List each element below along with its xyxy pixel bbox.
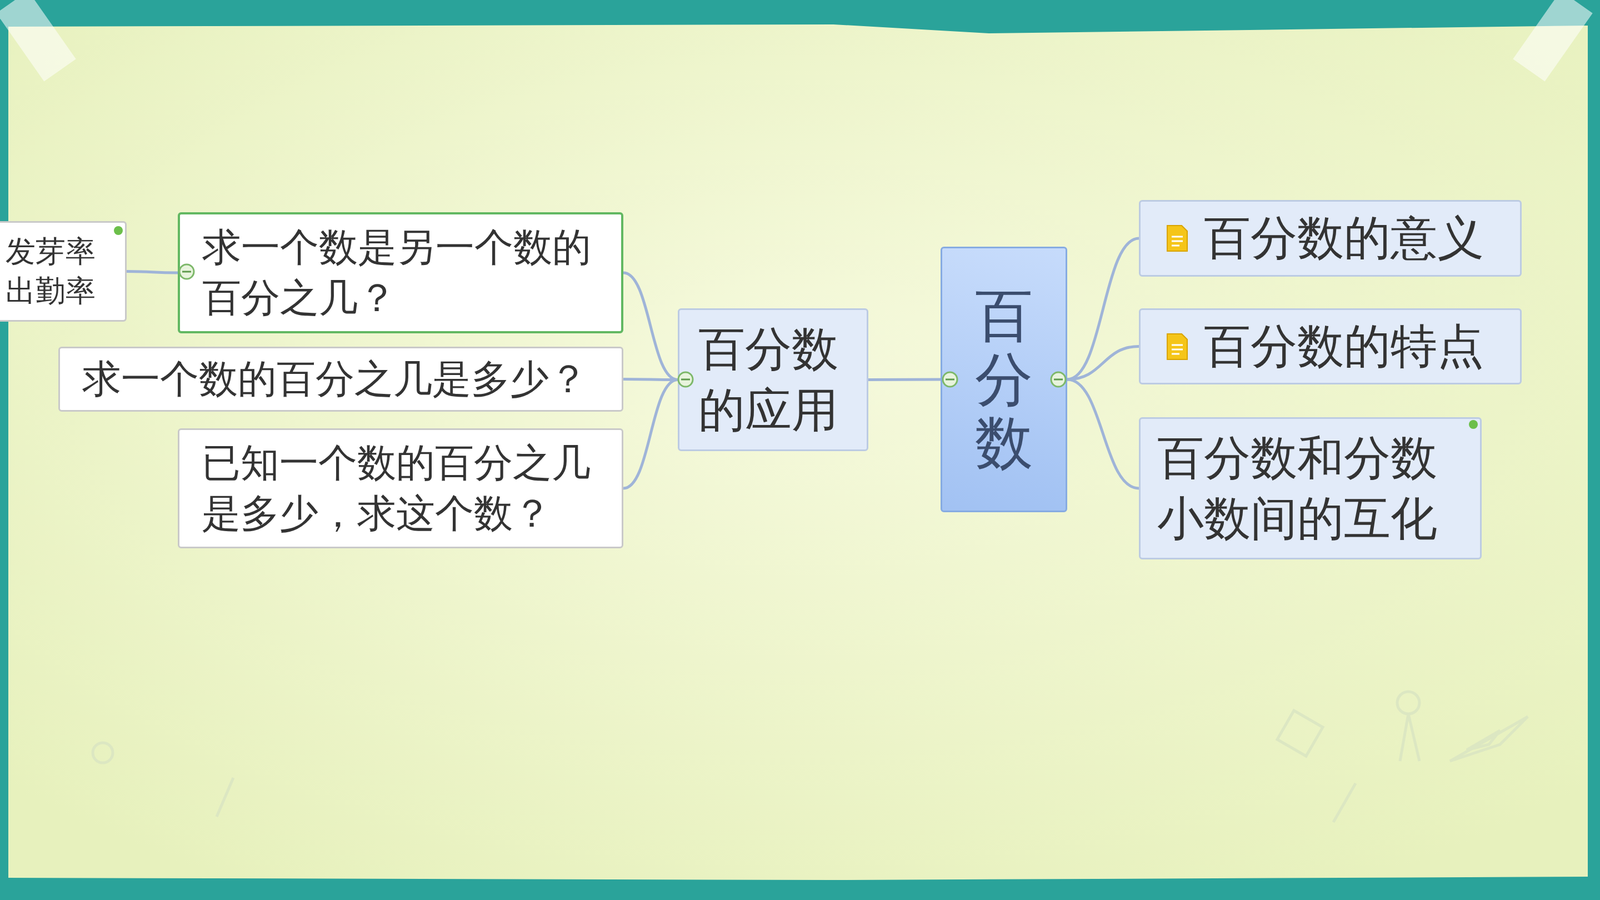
collapse-markers bbox=[179, 264, 1066, 387]
branch-topic: 百分数的意义 bbox=[1138, 200, 1522, 277]
note-icon bbox=[1166, 332, 1189, 361]
branch-connector bbox=[1067, 379, 1139, 489]
tape bbox=[1512, 0, 1593, 82]
branch-connector bbox=[1067, 346, 1139, 380]
subtopic-box: 已知一个数的百分之几是多少，求这个数？ bbox=[177, 428, 624, 549]
branch-topic: 百分数和分数小数间的互化 bbox=[1138, 417, 1482, 560]
topic-text: 百分数的特点 bbox=[1203, 316, 1484, 377]
subtopic-box: 求一个数是另一个数的百分之几？ bbox=[177, 212, 624, 334]
branch-connector bbox=[1067, 238, 1139, 380]
topic-text: 求一个数是另一个数的百分之几？ bbox=[202, 222, 599, 324]
topic-text: 百分数的意义 bbox=[1203, 207, 1484, 269]
branch-connector bbox=[868, 378, 941, 382]
branch-connector bbox=[623, 272, 678, 380]
status-dot bbox=[113, 226, 123, 235]
vertical-title: 百分数 bbox=[975, 283, 1033, 475]
branch-topic: 百分数的特点 bbox=[1138, 308, 1522, 385]
root-topic: 百分数 bbox=[940, 246, 1068, 513]
status-dot bbox=[1468, 420, 1478, 429]
branch-connector bbox=[623, 380, 678, 489]
paper bbox=[8, 24, 1588, 880]
doodles bbox=[92, 691, 1528, 823]
branch-topic: 百分数的应用 bbox=[677, 308, 869, 452]
topic-text: 百分数和分数小数间的互化 bbox=[1157, 427, 1464, 549]
topic-text: 已知一个数的百分之几是多少，求这个数？ bbox=[201, 437, 600, 539]
topic-text: 求一个数的百分之几是多少？ bbox=[82, 353, 588, 405]
topic-text: 百分数的应用 bbox=[698, 318, 848, 440]
subtopic-box: 求一个数的百分之几是多少？ bbox=[58, 346, 624, 412]
note-box: 发芽率 出勤率 bbox=[0, 221, 127, 322]
branch-connector bbox=[623, 379, 678, 380]
note-icon bbox=[1166, 224, 1189, 253]
branch-connector bbox=[126, 271, 178, 274]
topic-text: 发芽率 出勤率 bbox=[5, 232, 120, 310]
tape bbox=[0, 0, 77, 82]
